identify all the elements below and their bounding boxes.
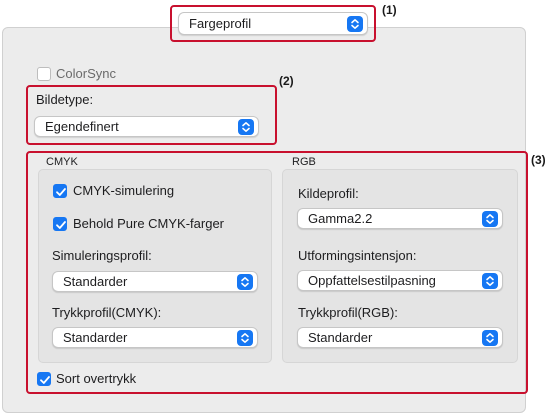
image-type-label: Bildetype: (36, 92, 94, 107)
cmyk-print-profile-popup[interactable]: Standarder (52, 327, 258, 348)
callout-box-3 (26, 151, 528, 394)
chevron-up-down-icon (482, 273, 498, 289)
colorsync-checkbox[interactable] (37, 67, 51, 81)
image-type-value: Egendefinert (45, 119, 119, 134)
black-overprint-label: Sort overtrykk (56, 371, 137, 386)
chevron-up-down-icon (237, 330, 253, 346)
cmyk-simulation-label: CMYK-simulering (73, 183, 175, 198)
callout-label-3: (3) (531, 153, 546, 167)
rendering-intent-popup[interactable]: Oppfattelsestilpasning (297, 270, 503, 291)
simulation-profile-popup[interactable]: Standarder (52, 271, 258, 292)
image-type-popup[interactable]: Egendefinert (34, 116, 259, 137)
panel-selector-value: Fargeprofil (189, 16, 252, 31)
keep-pure-cmyk-label: Behold Pure CMYK-farger (73, 216, 225, 231)
chevron-up-down-icon (482, 211, 498, 227)
source-profile-label: Kildeprofil: (298, 186, 359, 201)
checkmark-icon (56, 221, 66, 229)
cmyk-print-profile-label: Trykkprofil(CMYK): (52, 305, 162, 320)
rendering-intent-value: Oppfattelsestilpasning (308, 273, 436, 288)
colorsync-label: ColorSync (56, 66, 116, 81)
cmyk-print-profile-value: Standarder (63, 330, 128, 345)
callout-label-1: (1) (382, 3, 397, 17)
checkmark-icon (56, 188, 66, 196)
rgb-print-profile-value: Standarder (308, 330, 373, 345)
source-profile-popup[interactable]: Gamma2.2 (297, 208, 503, 229)
chevron-up-down-icon (237, 274, 253, 290)
callout-box-1 (170, 5, 376, 42)
black-overprint-checkbox[interactable] (37, 372, 51, 386)
simulation-profile-value: Standarder (63, 274, 128, 289)
rendering-intent-label: Utformingsintensjon: (298, 248, 417, 263)
simulation-profile-label: Simuleringsprofil: (52, 248, 152, 263)
checkmark-icon (40, 376, 50, 384)
cmyk-simulation-checkbox[interactable] (53, 184, 67, 198)
chevron-up-down-icon (238, 119, 254, 135)
rgb-print-profile-popup[interactable]: Standarder (297, 327, 503, 348)
source-profile-value: Gamma2.2 (308, 211, 373, 226)
keep-pure-cmyk-checkbox[interactable] (53, 217, 67, 231)
chevron-up-down-icon (347, 16, 363, 32)
callout-box-2 (26, 85, 277, 145)
callout-label-2: (2) (279, 74, 294, 88)
chevron-up-down-icon (482, 330, 498, 346)
cmyk-group-title: CMYK (46, 156, 78, 168)
rgb-group-title: RGB (292, 156, 316, 168)
rgb-print-profile-label: Trykkprofil(RGB): (298, 305, 398, 320)
panel-selector-popup[interactable]: Fargeprofil (178, 12, 368, 35)
